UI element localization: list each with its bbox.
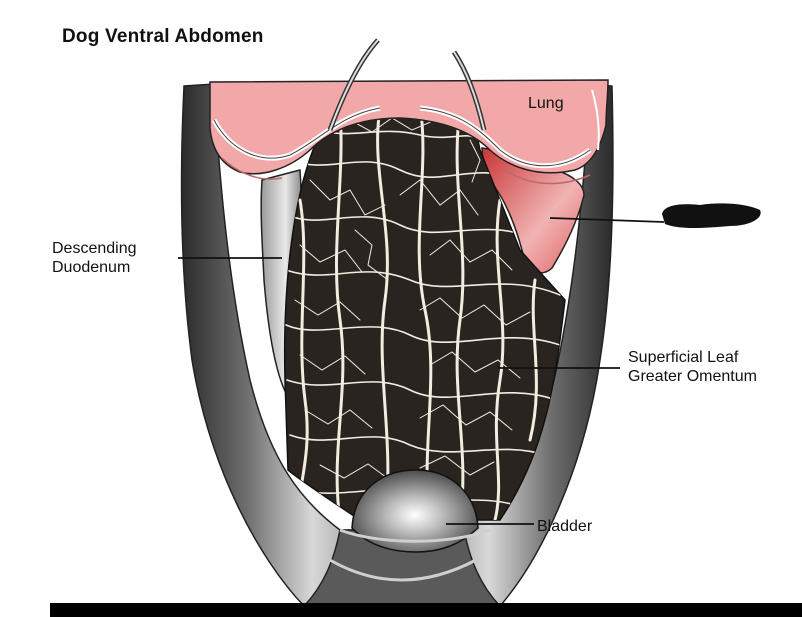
diagram-title: Dog Ventral Abdomen xyxy=(62,26,264,47)
label-descending-duodenum: Descending Duodenum xyxy=(52,239,137,277)
leader-lines xyxy=(178,217,665,525)
greater-omentum xyxy=(283,101,566,521)
redaction-scribble xyxy=(662,203,761,228)
label-omentum-line-2: Greater Omentum xyxy=(628,368,757,385)
bladder xyxy=(339,469,491,553)
bottom-rule xyxy=(50,603,802,617)
leader-line-spleen xyxy=(549,217,665,223)
label-bladder: Bladder xyxy=(537,518,593,535)
label-duodenum-line-1: Descending xyxy=(52,240,137,257)
label-greater-omentum: Superficial Leaf Greater Omentum xyxy=(628,348,757,386)
body-wall xyxy=(180,83,614,615)
label-duodenum-line-2: Duodenum xyxy=(52,259,131,276)
label-lung: Lung xyxy=(528,95,564,112)
lung xyxy=(209,38,609,185)
label-omentum-line-1: Superficial Leaf xyxy=(628,349,739,366)
